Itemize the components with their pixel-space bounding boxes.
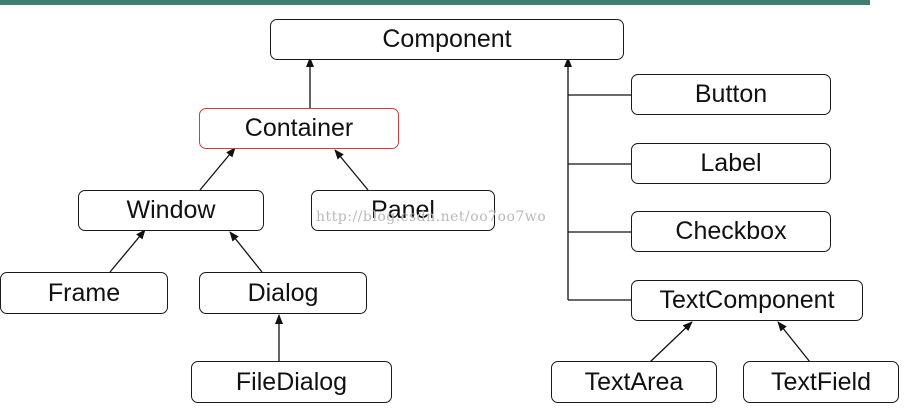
edge-dialog-window bbox=[229, 231, 263, 273]
node-textfield-label: TextField bbox=[770, 367, 872, 396]
node-textarea: TextArea bbox=[551, 361, 717, 403]
node-textcomponent-label: TextComponent bbox=[659, 286, 835, 314]
edge-textarea-textcomponent bbox=[649, 321, 693, 363]
node-frame: Frame bbox=[0, 272, 168, 314]
node-window-label: Window bbox=[126, 196, 216, 224]
edge-textfield-textcomponent bbox=[777, 321, 811, 363]
watermark-text: http://blog.csdn.net/oo7oo7wo bbox=[316, 209, 547, 225]
node-textcomponent: TextComponent bbox=[631, 280, 863, 321]
node-checkbox: Checkbox bbox=[631, 211, 831, 252]
node-textarea-label: TextArea bbox=[584, 367, 684, 396]
edge-panel-container bbox=[334, 149, 369, 191]
node-checkbox-label: Checkbox bbox=[675, 217, 787, 245]
node-frame-label: Frame bbox=[47, 278, 121, 307]
node-label-label: Label bbox=[700, 149, 762, 177]
node-button-label: Button bbox=[694, 80, 768, 108]
edge-frame-window bbox=[109, 229, 146, 273]
node-textfield: TextField bbox=[743, 361, 899, 403]
node-panel-label: Panel bbox=[371, 196, 435, 224]
node-component: Component bbox=[270, 19, 624, 60]
edge-window-container bbox=[199, 147, 236, 191]
header-accent-bar bbox=[0, 0, 870, 5]
node-label: Label bbox=[631, 143, 831, 184]
node-dialog-label: Dialog bbox=[247, 278, 319, 307]
node-container-label: Container bbox=[244, 114, 354, 142]
node-component-label: Component bbox=[382, 25, 512, 53]
node-dialog: Dialog bbox=[199, 272, 367, 314]
node-filedialog: FileDialog bbox=[191, 361, 392, 403]
node-filedialog-label: FileDialog bbox=[235, 367, 348, 396]
node-window: Window bbox=[78, 190, 264, 231]
node-panel: Panel bbox=[311, 190, 495, 231]
node-container: Container bbox=[199, 108, 399, 149]
node-button: Button bbox=[631, 74, 831, 115]
